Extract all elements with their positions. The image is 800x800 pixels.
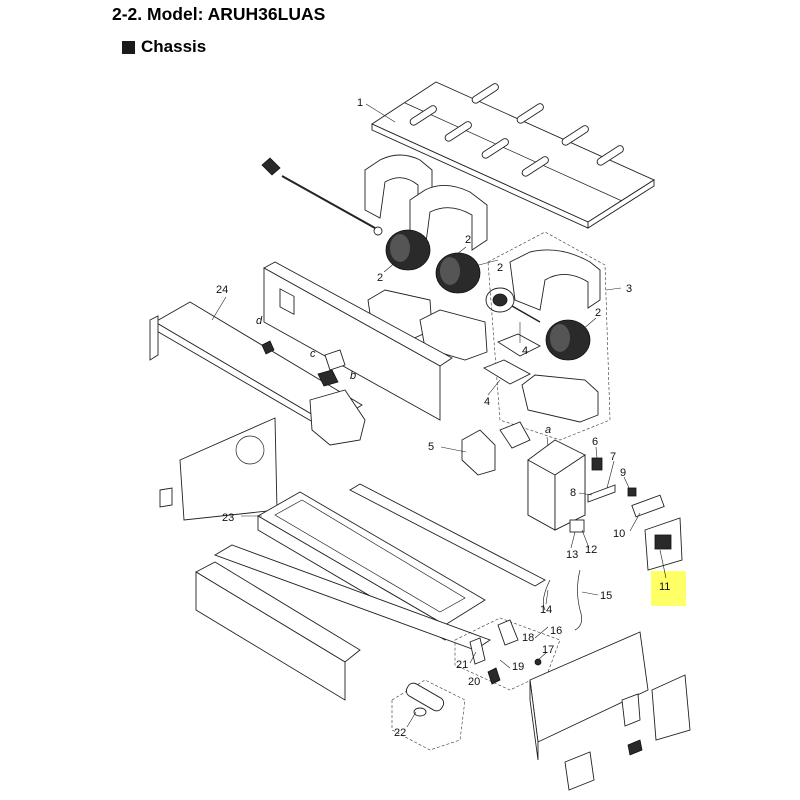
callout-9: 9 bbox=[620, 467, 626, 479]
callout-3: 3 bbox=[626, 283, 632, 295]
callout-16: 16 bbox=[550, 625, 562, 637]
fan-housing-upper bbox=[364, 154, 488, 251]
control-box bbox=[527, 439, 586, 531]
callout-1: 1 bbox=[357, 97, 363, 109]
callout-a: a bbox=[545, 424, 551, 436]
callout-21: 21 bbox=[456, 659, 468, 671]
part-24-frame bbox=[149, 301, 366, 446]
small-components bbox=[569, 457, 665, 533]
callout-2-c: 2 bbox=[497, 262, 503, 274]
part-3-fan-housing-assembly bbox=[487, 231, 611, 441]
callout-b: b bbox=[350, 370, 356, 382]
rear-panel bbox=[263, 261, 453, 421]
callout-2-b: 2 bbox=[377, 272, 383, 284]
callout-24: 24 bbox=[216, 284, 228, 296]
clips-abcd bbox=[261, 340, 346, 387]
callout-22: 22 bbox=[394, 727, 406, 739]
callout-d: d bbox=[256, 315, 263, 327]
blower-wheel-2 bbox=[435, 252, 481, 294]
callout-18: 18 bbox=[522, 632, 534, 644]
front-frame bbox=[195, 544, 491, 701]
callout-23: 23 bbox=[222, 512, 234, 524]
callout-17: 17 bbox=[542, 644, 554, 656]
callout-c: c bbox=[310, 348, 316, 360]
motor-shaft bbox=[261, 157, 383, 236]
part-1-top-panel bbox=[371, 81, 655, 229]
bullet-square-icon bbox=[122, 40, 135, 54]
parts-14-15-cables bbox=[543, 569, 582, 631]
part-5-bracket bbox=[461, 421, 531, 476]
lower-right-panels bbox=[529, 631, 691, 791]
part-22-drain-hose bbox=[391, 679, 466, 751]
callout-20: 20 bbox=[468, 676, 480, 688]
callout-2-d: 2 bbox=[595, 307, 601, 319]
base-rail bbox=[349, 483, 546, 587]
leader-lines bbox=[211, 103, 667, 728]
callout-4-a: 4 bbox=[522, 345, 528, 357]
callout-7: 7 bbox=[610, 451, 616, 463]
callout-13: 13 bbox=[566, 549, 578, 561]
callout-4-b: 4 bbox=[484, 396, 490, 408]
callout-8: 8 bbox=[570, 487, 576, 499]
callout-labels: 1 2 2 2 2 3 4 4 5 6 7 8 9 10 11 12 13 14… bbox=[216, 97, 670, 739]
fan-motor bbox=[485, 287, 541, 323]
callout-14: 14 bbox=[540, 604, 552, 616]
part-4-brackets bbox=[483, 333, 541, 385]
callout-10: 10 bbox=[613, 528, 625, 540]
callout-12: 12 bbox=[585, 544, 597, 556]
blower-wheel-1 bbox=[385, 229, 431, 271]
part-11-pcb bbox=[644, 517, 683, 571]
callout-6: 6 bbox=[592, 436, 598, 448]
blower-wheel-3 bbox=[545, 319, 591, 361]
section-title: Chassis bbox=[141, 37, 207, 56]
callout-19: 19 bbox=[512, 661, 524, 673]
left-side-plate bbox=[159, 417, 278, 521]
callout-2-a: 2 bbox=[465, 234, 471, 246]
callout-15: 15 bbox=[600, 590, 612, 602]
page-title: 2-2. Model: ARUH36LUAS bbox=[112, 4, 326, 24]
section-heading: Chassis bbox=[122, 37, 206, 57]
callout-11: 11 bbox=[659, 581, 670, 593]
part-11-highlight bbox=[651, 571, 686, 606]
callout-5: 5 bbox=[428, 441, 434, 453]
